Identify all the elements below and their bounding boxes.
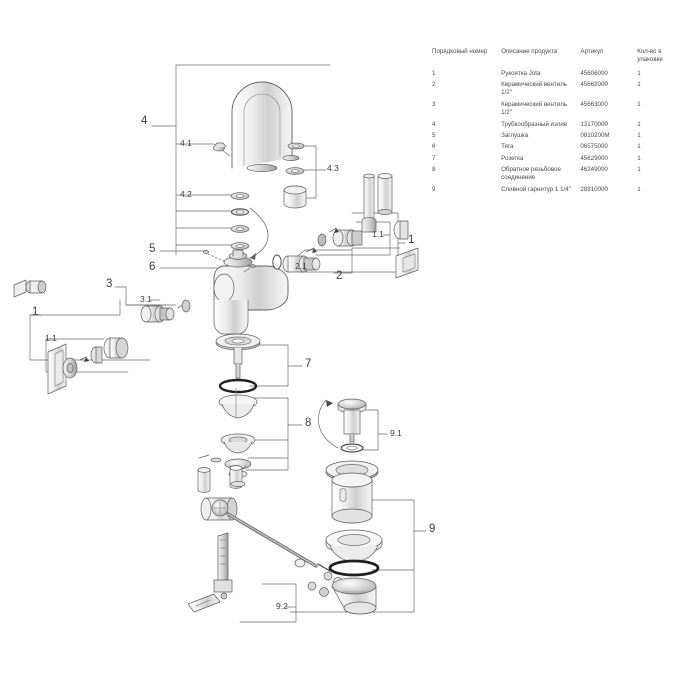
table-row: 5 Заглушка 0810200M 1 [432,132,684,143]
cell-article: 28910000 [580,185,608,193]
header-quantity: Кол-во в упаковке [637,48,663,64]
callout-4: 4 [141,115,148,127]
spout-part-4 [231,81,300,172]
cell-description: Тяга [501,143,514,151]
drain-assembly-9 [318,398,383,615]
cartridge-nut-2-1 [272,254,282,270]
table-row: 6 Тяга 06575000 1 [432,143,684,154]
leader-lines-group-8 [243,397,303,471]
table-row: 4 Трубкообразный излив 13170000 1 [432,121,684,132]
cell-description: Трубкообразный излив [501,120,568,128]
cell-description: Керамический вентиль 1/2" [501,100,568,117]
table-row: 3 Керамический вентиль 1/2" 45663000 1 [432,101,684,121]
cell-description: Рукоятка Jota [501,69,541,77]
table-row: 8 Обратное резьбовое соединение 46249000… [432,166,684,186]
table-row: 7 Розетка 45629000 1 [432,155,684,166]
leader-lines-group-9 [289,499,427,613]
callout-5: 5 [149,243,156,255]
callout-1-1-left: 1.1 [45,333,57,343]
parts-table: Порядковый номер Описание продукта Артик… [432,48,684,197]
cell-number: 5 [432,131,436,139]
valve-assembly-3 [140,299,191,323]
header-article: Артикул [580,48,604,55]
cell-article: 45662000 [580,81,608,89]
spout-rings-4-3 [283,142,307,209]
mixer-body [213,249,289,335]
cell-quantity: 1 [637,81,641,89]
cell-quantity: 1 [637,120,641,128]
cell-number: 1 [432,69,436,77]
rosette-right-1-1 [393,220,409,240]
cell-article: 45629000 [580,154,608,162]
escutcheon-right-1 [395,247,419,279]
lift-rod-assembly-9-2 [187,497,343,613]
cell-quantity: 1 [637,185,641,193]
callout-4-3: 4.3 [327,163,339,173]
callout-9: 9 [429,523,436,535]
callout-6: 6 [149,261,156,273]
cell-number: 8 [432,165,436,173]
table-row: 1 Рукоятка Jota 45606000 1 [432,70,684,81]
table-header-row: Порядковый номер Описание продукта Артик… [432,48,684,70]
plug-5-and-rod-6 [203,250,256,273]
cell-article: 13170000 [580,120,608,128]
cell-quantity: 1 [637,131,641,139]
cell-number: 7 [432,154,436,162]
callout-4-1: 4.1 [180,138,192,148]
callout-9-1: 9.1 [390,428,402,438]
cell-quantity: 1 [637,143,641,151]
table-row: 9 Сливной гарнитур 1 1/4" 28910000 1 [432,186,684,197]
callout-9-2: 9.2 [276,601,288,611]
callout-3-1: 3.1 [140,294,152,304]
table-row: 2 Керамический вентиль 1/2" 45662000 1 [432,81,684,101]
callout-1-1-right: 1.1 [372,229,384,239]
leader-lines-group-9-1 [357,409,388,451]
cell-article: 46249000 [580,165,608,173]
misc-washers [230,481,329,597]
callout-4-2: 4.2 [180,189,192,199]
cell-description: Сливной гарнитур 1 1/4" [501,185,571,193]
cell-article: 06575000 [580,143,608,151]
leader-lines-group-7 [239,344,303,387]
cell-number: 6 [432,143,436,151]
spout-oring-stack-4-2 [230,192,250,250]
cell-quantity: 1 [637,154,641,162]
callout-1-right: 1 [408,234,415,246]
callout-1-left: 1 [32,306,39,318]
rosette-part-7 [215,333,261,394]
cell-article: 45606000 [580,69,608,77]
spout-screw-4-1 [213,142,227,152]
cell-number: 9 [432,185,436,193]
cell-number: 3 [432,100,436,108]
valve-assembly-right [317,173,393,247]
callout-3: 3 [106,278,113,290]
leader-lines-left-groups [29,286,177,373]
cell-number: 2 [432,81,436,89]
cell-article: 45663000 [580,100,608,108]
callout-7: 7 [305,358,312,370]
cell-article: 0810200M [580,131,610,139]
table-body: 1 Рукоятка Jota 45606000 1 2 Керамически… [432,70,684,197]
cell-quantity: 1 [637,69,641,77]
callout-2-1: 2.1 [295,261,307,271]
cell-description: Розетка [501,154,524,162]
callout-2: 2 [336,270,343,282]
header-description: Описание продукта [501,48,558,55]
handle-assembly-left [13,279,129,395]
callout-8: 8 [305,417,312,429]
cell-description: Керамический вентиль 1/2" [501,81,568,97]
cell-quantity: 1 [637,165,641,173]
check-valve-part-8 [218,387,258,478]
leader-lines-group-9-2 [239,583,297,623]
header-number: Порядковый номер [432,48,488,55]
cell-quantity: 1 [637,100,641,108]
cell-description: Обратное резьбовое соединение [501,165,561,182]
cell-description: Заглушка [501,131,529,139]
cell-number: 4 [432,120,436,128]
cartridge-2 [282,247,321,273]
